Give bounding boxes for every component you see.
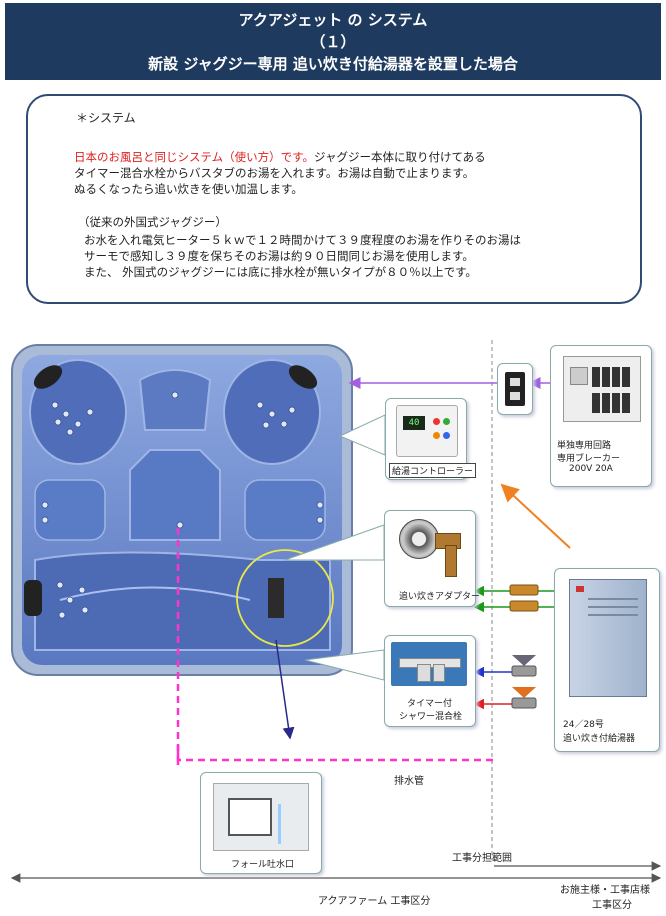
controller-label: 給湯コントローラー — [389, 463, 477, 478]
info-p1-line1: 日本のお風呂と同じシステム（使い方）です。ジャグジー本体に取り付けてある — [74, 149, 486, 165]
adapter-callout: 追い炊きアダプター — [384, 510, 480, 607]
header-title-line2: （１） — [310, 33, 356, 51]
drain-pipe-label: 排水管 — [394, 776, 424, 787]
controller-device-icon: 40 — [396, 405, 458, 457]
info-p1-line3: ぬるくなったら追い炊きを使い加温します。 — [74, 182, 303, 196]
faucet-icon — [391, 642, 467, 686]
breaker-panel-icon — [563, 356, 641, 422]
power-supply-arrow — [500, 483, 571, 549]
water-heater-icon — [569, 579, 647, 697]
left-scope-label: アクアファーム 工事区分 — [318, 896, 431, 907]
outlet-callout: フォール吐水口 — [200, 772, 322, 874]
faucet-callout: タイマー付 シャワー混合栓 — [384, 635, 476, 727]
info-heading: ＊システム — [76, 111, 136, 125]
outlet-label: フォール吐水口 — [231, 860, 295, 870]
info-p1-rest: ジャグジー本体に取り付けてある — [314, 150, 486, 164]
info-p2-line1: お水を入れ電気ヒーター５ｋｗで１２時間かけて３９度程度のお湯を作りそのお湯は — [84, 233, 521, 247]
water-heater-callout: 24／28号 追い炊き付給湯器 — [554, 568, 660, 752]
breaker-label-line3: 200V 20A — [569, 464, 613, 474]
pipe-fittings — [509, 584, 539, 709]
right-scope-label-line1: お施主様・工事店様 — [560, 885, 650, 896]
info-p1-red: 日本のお風呂と同じシステム（使い方）です。 — [74, 150, 315, 164]
adapter-label: 追い炊きアダプター — [399, 592, 481, 602]
faucet-label-line2: シャワー混合栓 — [399, 712, 463, 722]
info-p2-line3: また、 外国式のジャグジーには底に排水栓が無いタイプが８０％以上です。 — [84, 265, 477, 279]
controller-callout: 40 給湯コントローラー — [385, 398, 477, 480]
system-info-box: ＊システム 日本のお風呂と同じシステム（使い方）です。ジャグジー本体に取り付けて… — [26, 94, 642, 304]
breaker-label-line2: 専用ブレーカー — [557, 454, 621, 464]
header-title-line3: 新設 ジャグジー専用 追い炊き付給湯器を設置した場合 — [148, 55, 518, 73]
info-p2-heading: （従来の外国式ジャグジー） — [78, 215, 227, 229]
drain-pointer-arrow — [275, 639, 295, 740]
hot-tub-illustration — [11, 344, 353, 676]
right-scope-label-line2: 工事区分 — [592, 900, 632, 911]
scope-range-label: 工事分担範囲 — [452, 853, 512, 864]
breaker-switch-icon — [505, 372, 525, 406]
page-header: アクアジェット の システム （１） 新設 ジャグジー専用 追い炊き付給湯器を設… — [5, 3, 661, 80]
info-p2-line2: サーモで感知し３９度を保ちそのお湯は約９０日間同じお湯を使用します。 — [84, 249, 474, 263]
breaker-label-line1: 単独専用回路 — [557, 441, 612, 451]
adapter-icon — [399, 519, 439, 559]
faucet-label-line1: タイマー付 — [407, 699, 453, 709]
info-p1-line2: タイマー混合水栓からバスタブのお湯を入れます。お湯は自動で止まります。 — [74, 166, 475, 180]
controller-display: 40 — [403, 416, 425, 430]
heater-label-line1: 24／28号 — [563, 720, 604, 730]
header-title-line1: アクアジェット の システム — [238, 11, 428, 29]
heater-label-line2: 追い炊き付給湯器 — [563, 734, 636, 744]
breaker-panel-callout: 単独専用回路 専用ブレーカー 200V 20A — [550, 345, 652, 487]
circuit-breaker-box — [497, 363, 533, 415]
fall-outlet-icon — [213, 783, 309, 851]
